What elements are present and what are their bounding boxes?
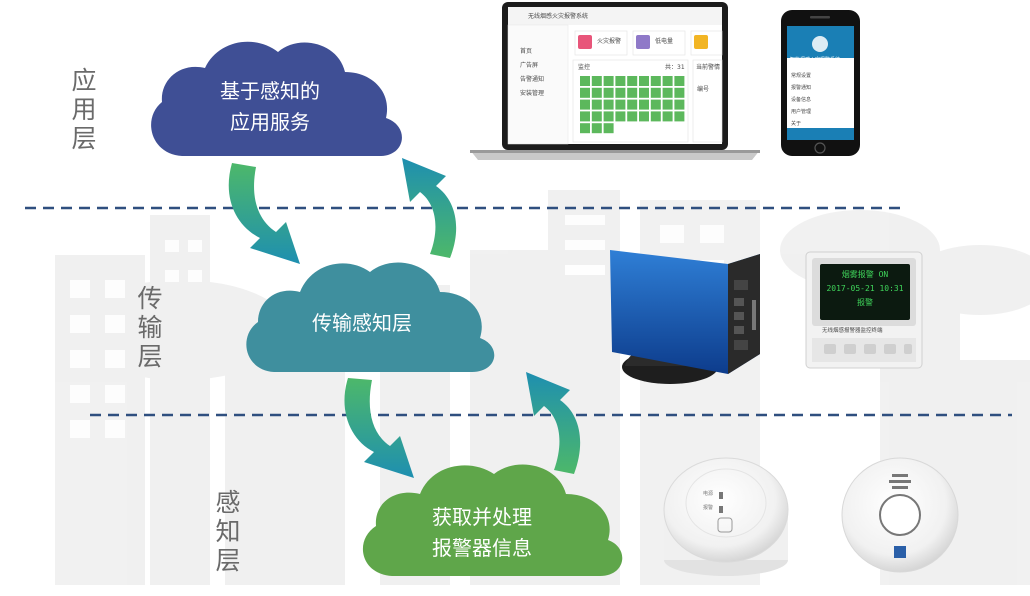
cloud-transport (246, 262, 495, 372)
sensor-status-cell (639, 76, 649, 86)
cloud-sensing-line-1: 获取并处理 (432, 505, 532, 529)
sensor-status-cell (603, 123, 614, 134)
phone-header-title: 智能烟感火灾报警系统 (790, 57, 841, 63)
laptop-card-fire-label: 火灾报警 (597, 38, 622, 45)
terminal-lcd-line-2: 2017-05-21 10:31 (826, 284, 904, 293)
layer-label-transport: 传输层 (137, 284, 163, 371)
cloud-sensing-line-2: 报警器信息 (432, 536, 532, 560)
cloud-application-line-1: 基于感知的 (220, 79, 320, 103)
laptop-right-panel-column: 编号 (697, 86, 710, 93)
sensor-status-cell (650, 87, 661, 98)
laptop-sidebar-item-alerts: 告警通知 (520, 76, 545, 83)
sensor-status-cell (603, 76, 614, 86)
sensor-status-cell (615, 111, 626, 122)
terminal-buttons (824, 344, 912, 354)
phone-row-1: 常规设置 (791, 73, 812, 79)
arrow-up-transport-to-app (402, 158, 457, 258)
laptop-panel-title: 监控 (578, 64, 591, 71)
sensor-status-cell (639, 111, 649, 122)
sensor-status-cell (650, 111, 661, 122)
sensor-status-cell (615, 87, 626, 98)
sensor-status-cell (627, 111, 638, 122)
terminal-lcd-line-1: 烟雾报警 ON (841, 270, 889, 279)
cloud-application-service (151, 41, 402, 156)
cloud-application-text: 基于感知的 应用服务 (170, 76, 370, 138)
sensor-status-cell (674, 111, 685, 122)
sensor-status-cell (627, 87, 638, 98)
arrow-up-sensing-to-transport (526, 372, 581, 474)
sensor-status-cell (591, 87, 602, 98)
sensor-status-cell (662, 99, 673, 110)
sensor-status-cell (639, 99, 649, 110)
cloud-transport-line-1: 传输感知层 (312, 311, 412, 335)
arrow-down-app-to-transport (228, 163, 300, 264)
sensor-status-cell (580, 99, 590, 110)
phone-row-5: 关于 (791, 121, 802, 127)
sensor-status-cell (615, 76, 626, 86)
flow-arrows (228, 158, 581, 478)
smoke-detector-left (663, 457, 789, 576)
cloud-transport-text: 传输感知层 (262, 308, 462, 339)
detector-label-power: 电源 (703, 491, 714, 497)
sensor-status-cell (674, 87, 685, 98)
phone-row-4: 用户管理 (791, 109, 812, 115)
cloud-sensing (362, 464, 623, 576)
sensor-status-cell (650, 99, 661, 110)
sensor-status-cell (627, 76, 638, 86)
terminal-caption: 无线烟感报警器监控终端 (822, 328, 883, 334)
sensor-status-cell (580, 123, 590, 134)
laptop-sidebar-item-ads: 广告屏 (520, 62, 539, 69)
layer-label-application: 应用层 (71, 66, 97, 153)
sensor-status-cell (674, 76, 685, 86)
sensor-status-cell (639, 87, 649, 98)
sensor-status-grid (580, 76, 685, 134)
laptop-device (470, 2, 760, 160)
terminal-lcd-screen: 烟雾报警 ON 2017-05-21 10:31 报警 (820, 264, 910, 320)
sensor-status-cell (615, 99, 626, 110)
sensor-status-cell (674, 99, 685, 110)
sensor-status-cell (662, 87, 673, 98)
arrow-down-transport-to-sensing (344, 378, 414, 478)
terminal-lcd-line-3: 报警 (857, 298, 873, 307)
laptop-right-panel-title: 当前警情 (696, 64, 721, 71)
sensor-status-cell (580, 111, 590, 122)
sensor-status-cell (603, 111, 614, 122)
sensor-status-cell (662, 111, 673, 122)
laptop-app-title: 无线烟感火灾报警系统 (528, 13, 589, 20)
sensor-status-cell (591, 123, 602, 134)
phone-row-3: 设备信息 (791, 97, 812, 103)
smoke-detector-right (841, 457, 959, 573)
gateway-device (610, 250, 760, 384)
sensor-status-cell (627, 99, 638, 110)
layer-label-sensing: 感知层 (215, 488, 241, 575)
laptop-sidebar-item-home: 首页 (520, 48, 533, 55)
sensor-status-cell (662, 76, 673, 86)
sensor-status-cell (580, 87, 590, 98)
sensor-status-cell (591, 76, 602, 86)
phone-row-2: 报警通知 (791, 85, 812, 91)
sensor-status-cell (580, 76, 590, 86)
laptop-panel-count: 共：31 (665, 64, 685, 71)
laptop-card-battery-label: 低电量 (655, 38, 674, 45)
sensor-status-cell (591, 111, 602, 122)
sensor-status-cell (603, 99, 614, 110)
cloud-sensing-text: 获取并处理 报警器信息 (382, 502, 582, 564)
smartphone-device (781, 10, 860, 156)
sensor-status-cell (603, 87, 614, 98)
detector-label-alarm: 报警 (703, 505, 714, 511)
sensor-status-cell (650, 76, 661, 86)
sensor-status-cell (591, 99, 602, 110)
cloud-application-line-2: 应用服务 (230, 110, 310, 134)
laptop-sidebar-item-install: 安装管理 (520, 90, 545, 97)
